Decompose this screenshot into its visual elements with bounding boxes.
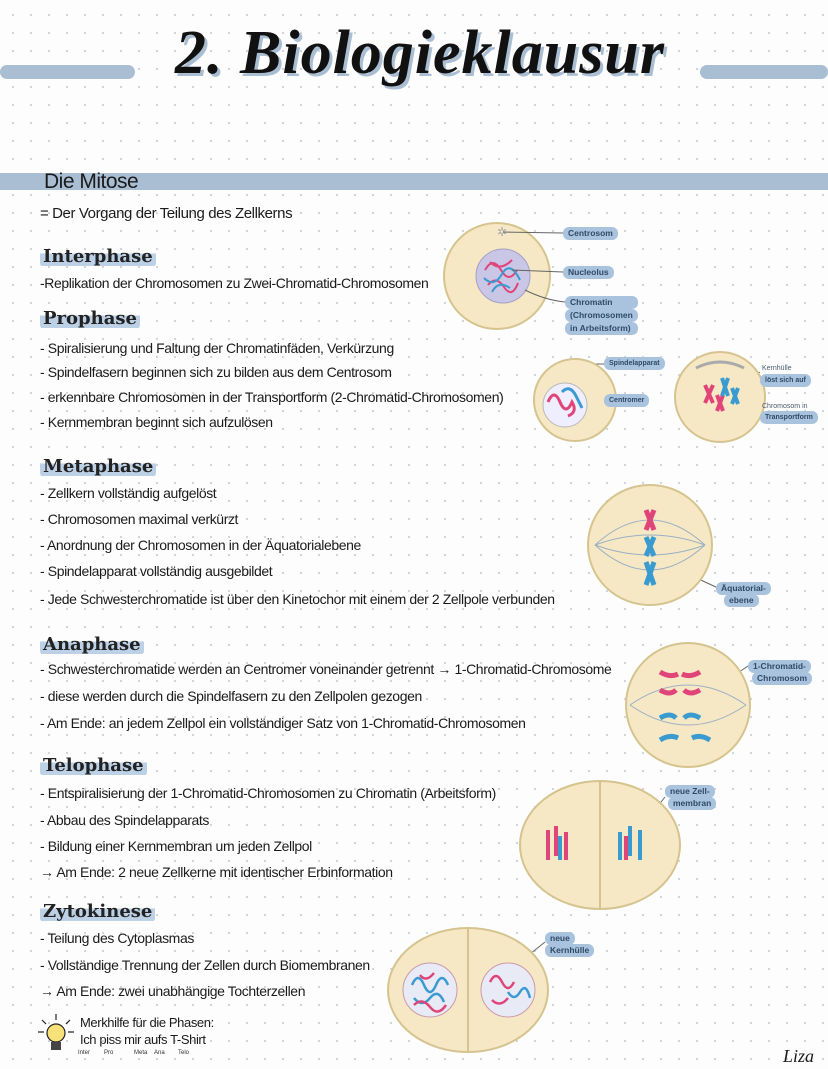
heading-metaphase: Metaphase (40, 456, 157, 477)
mnemonic-hint: Telo (178, 1050, 190, 1056)
mnemonic-hint: Pro (104, 1050, 114, 1056)
signature: Liza (783, 1046, 815, 1066)
label-1-chromatid-chromosom: 1-Chromatid- (748, 660, 811, 673)
label-chromatin-sub: in Arbeitsform) (565, 322, 638, 335)
note-line: - Am Ende: an jedem Zellpol ein vollstän… (40, 715, 526, 731)
note-line: - Spindelfasern beginnen sich zu bilden … (40, 364, 392, 380)
section-bar (0, 173, 828, 190)
title-bar-right (700, 65, 828, 79)
telophase-cell (519, 780, 681, 910)
label-aequatorialebene: ebene (724, 594, 759, 607)
interphase-cell (443, 222, 551, 330)
prophase-cell-late (674, 351, 766, 443)
mnemonic-hint: Inter (78, 1050, 91, 1056)
mnemonic-phrase: Ich piss mir aufs T-Shirt (80, 1032, 206, 1047)
note-line: - Schwesterchromatide werden an Centrome… (40, 661, 612, 677)
note-line: -Replikation der Chromosomen zu Zwei-Chr… (40, 275, 429, 291)
note-line: - erkennbare Chromosomen in der Transpor… (40, 389, 504, 405)
label-neue-zellmembran: neue Zell- (665, 785, 715, 798)
label-chromosom: Transportform (760, 411, 818, 424)
label-chromatin: Chromatin (Chromosomen in Arbeitsform) (565, 296, 638, 335)
topic-title: Die Mitose (44, 170, 139, 193)
label-kernhuelle: löst sich auf (760, 374, 811, 387)
note-line: - Jede Schwesterchromatide ist über den … (40, 591, 555, 607)
heading-zytokinese: Zytokinese (40, 901, 156, 922)
mnemonic-title: Merkhilfe für die Phasen: (80, 1015, 214, 1030)
lightbulb-icon (38, 1014, 74, 1050)
note-line: - Chromosomen maximal verkürzt (40, 511, 239, 527)
note-line: - Teilung des Cytoplasmas (40, 930, 194, 946)
note-line: - diese werden durch die Spindelfasern z… (40, 688, 422, 704)
label-aequatorialebene: Äquatorial- (716, 582, 771, 595)
label-chromosom: Chromosom in (762, 403, 808, 410)
label-1-chromatid-chromosom: Chromosom (752, 672, 813, 685)
note-line: → Am Ende: 2 neue Zellkerne mit identisc… (40, 864, 393, 880)
label-kernhuelle: Kernhülle (762, 365, 792, 372)
mnemonic-hint: Meta (134, 1050, 148, 1056)
label-spindelapparat: Spindelapparat (604, 357, 665, 370)
page-title: 2. Biologieklausur (175, 19, 665, 87)
chromatin (484, 259, 519, 294)
note-line: - Anordnung der Chromosomen in der Äquat… (40, 537, 361, 553)
label-neue-kernhuelle: Kernhülle (545, 944, 595, 957)
note-line: - Abbau des Spindelapparats (40, 812, 209, 828)
note-line: - Bildung einer Kernmembran um jeden Zel… (40, 838, 312, 854)
label-neue-kernhuelle: neue (545, 932, 575, 945)
title-bar-left (0, 65, 135, 79)
heading-telophase: Telophase (40, 755, 147, 776)
note-line: - Spindelapparat vollständig ausgebildet (40, 563, 273, 579)
note-line: - Zellkern vollständig aufgelöst (40, 485, 217, 501)
zytokinese-cells (387, 927, 549, 1053)
note-line: - Vollständige Trennung der Zellen durch… (40, 957, 370, 973)
metaphase-cell (587, 484, 713, 606)
label-nucleolus: Nucleolus (563, 266, 614, 279)
definition: = Der Vorgang der Teilung des Zellkerns (40, 205, 293, 222)
label-chromatin-sub: (Chromosomen (565, 309, 638, 322)
note-line: - Kernmembran beginnt sich aufzulösen (40, 414, 273, 430)
heading-interphase: Interphase (40, 246, 156, 267)
label-centrosom: Centrosom (563, 227, 618, 240)
interphase-nucleus (475, 248, 531, 304)
note-line: - Spiralisierung und Faltung der Chromat… (40, 340, 394, 356)
heading-anaphase: Anaphase (40, 634, 144, 655)
label-neue-zellmembran: membran (668, 797, 717, 810)
mnemonic-hint: Ana (154, 1050, 165, 1056)
note-line: → Am Ende: zwei unabhängige Tochterzelle… (40, 983, 306, 999)
centrosome-icon: ✲ (497, 225, 507, 239)
heading-prophase: Prophase (40, 308, 140, 329)
anaphase-cell (625, 642, 751, 768)
note-line: - Entspiralisierung der 1-Chromatid-Chro… (40, 785, 496, 801)
label-centromer: Centromer (604, 394, 650, 407)
label-chromatin-title: Chromatin (565, 296, 638, 309)
